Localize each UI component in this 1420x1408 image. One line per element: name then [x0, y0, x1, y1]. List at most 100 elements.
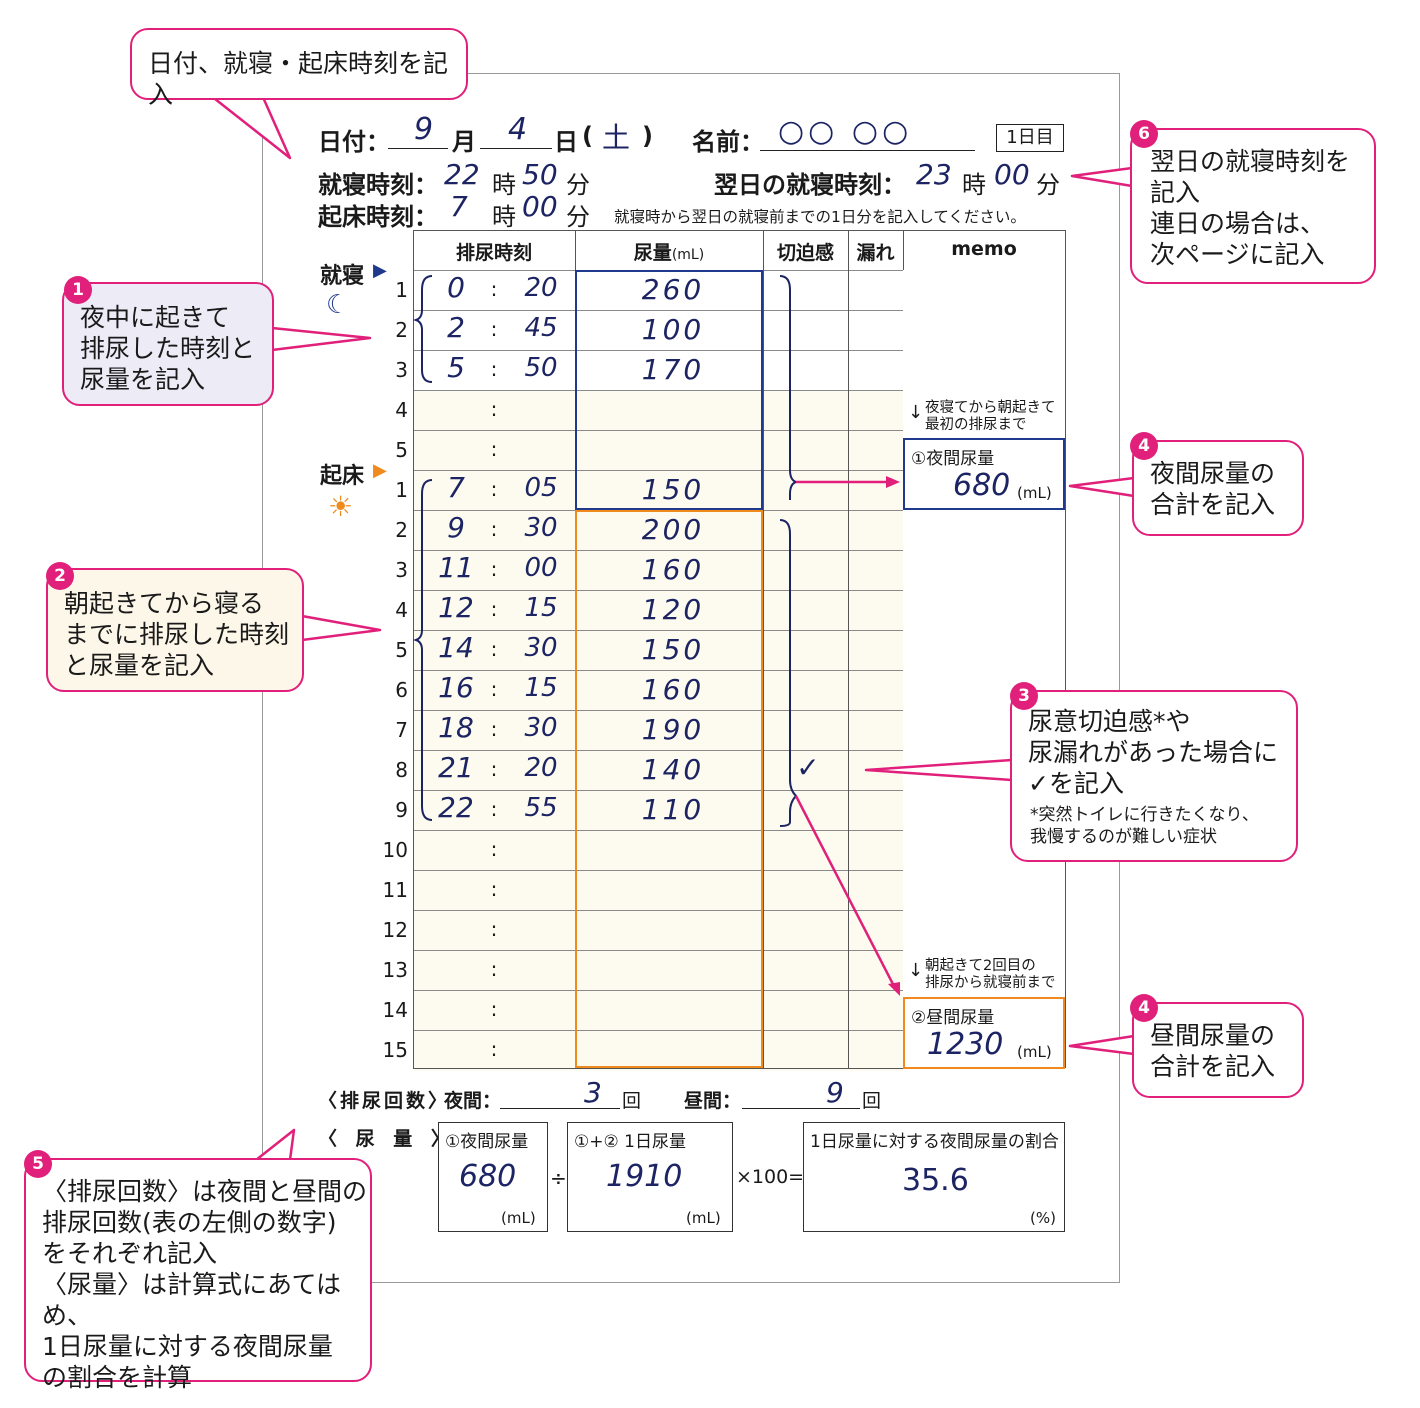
next-sleep-label: 翌日の就寝時刻：	[714, 171, 906, 199]
callout-line: 排尿回数(表の左側の数字)	[42, 1208, 337, 1237]
time-colon: :	[490, 837, 498, 861]
row-number: 9	[395, 798, 408, 822]
time-colon: :	[490, 557, 498, 581]
callout-line: 排尿した時刻と	[80, 334, 256, 363]
time-minute: 15	[524, 673, 558, 703]
time-colon: :	[490, 677, 498, 701]
callout-line: 夜間尿量の	[1150, 459, 1276, 488]
callout-line: 合計を記入	[1150, 1052, 1276, 1081]
time-hour: 14	[438, 631, 474, 664]
row-number: 1	[395, 278, 408, 302]
callout-line: 合計を記入	[1150, 490, 1276, 519]
play-marker-icon: ▶	[373, 260, 387, 281]
volume-value: 140	[641, 753, 705, 786]
volume-value: 110	[641, 793, 705, 826]
badge-3: 3	[1010, 682, 1038, 710]
table-row: :	[413, 950, 903, 991]
time-colon: :	[490, 277, 498, 301]
sleep-hour: 22	[444, 158, 480, 191]
time-colon: :	[490, 757, 498, 781]
day-volume-frame	[575, 510, 763, 1068]
night-total-box: ①夜間尿量 680 (mL)	[903, 438, 1065, 510]
night-count: 3	[584, 1076, 602, 1109]
time-hour: 0	[447, 271, 465, 304]
name-value: ○○ ○○	[778, 114, 913, 149]
time-minute: 30	[524, 513, 558, 543]
row-number: 3	[395, 358, 408, 382]
row-number: 10	[382, 838, 408, 862]
time-colon: :	[490, 1037, 498, 1061]
table-row: :	[413, 910, 903, 951]
time-colon: :	[490, 597, 498, 621]
callout-line: をそれぞれ記入	[42, 1239, 218, 1268]
volume-value: 100	[641, 313, 705, 346]
time-minute: 50	[524, 353, 558, 383]
callout-top: 日付、就寝・起床時刻を記入	[130, 28, 468, 109]
night-note: 夜寝てから朝起きて 最初の排尿まで	[925, 400, 1056, 433]
next-sleep-hour: 23	[916, 158, 952, 191]
urgency-check: ✓	[796, 751, 820, 784]
calc-total-value: 1910	[606, 1159, 683, 1194]
callout-line: 尿量を記入	[80, 365, 206, 394]
callout-line: ✓を記入	[1028, 769, 1124, 798]
time-minute: 30	[524, 633, 558, 663]
sleep-label: 就寝時刻：	[318, 171, 438, 199]
callout-line: 翌日の就寝時刻を	[1150, 147, 1351, 176]
instruction-text: 就寝時から翌日の就寝前までの1日分を記入してください。	[614, 208, 1026, 226]
name-label: 名前：	[692, 128, 764, 156]
volume-value: 150	[641, 473, 705, 506]
sleep-minute: 50	[522, 158, 558, 191]
time-minute: 30	[524, 713, 558, 743]
badge-6: 6	[1130, 120, 1158, 148]
wake-minute: 00	[522, 190, 558, 223]
table-row: :	[413, 990, 903, 1031]
arrow-down-icon: ↓	[908, 402, 924, 423]
table-row: :	[413, 830, 903, 871]
calc-night-value: 680	[459, 1159, 517, 1194]
row-number: 5	[395, 638, 408, 662]
volume-value: 200	[641, 513, 705, 546]
callout-line: までに排尿した時刻	[64, 620, 290, 649]
row-number: 6	[395, 678, 408, 702]
day-total-box: ②昼間尿量 1230 (mL)	[903, 997, 1065, 1069]
volume-value: 170	[641, 353, 705, 386]
time-colon: :	[490, 357, 498, 381]
row-number: 2	[395, 318, 408, 342]
row-number: 2	[395, 518, 408, 542]
times-sign: ×100=	[736, 1166, 805, 1188]
row-number: 1	[395, 478, 408, 502]
callout-3: 尿意切迫感*や尿漏れがあった場合に✓を記入 *突然トイレに行きたくなり、我慢する…	[1010, 690, 1298, 862]
time-colon: :	[490, 717, 498, 741]
time-hour: 16	[438, 671, 474, 704]
callout-line: 次ページに記入	[1150, 240, 1325, 269]
time-colon: :	[490, 477, 498, 501]
badge-4-night: 4	[1130, 432, 1158, 460]
calc-total-box: ①+② 1日尿量 1910 (mL)	[567, 1122, 733, 1232]
day-number-badge: 1日目	[996, 124, 1064, 152]
day-count: 9	[826, 1076, 844, 1109]
day-value: 4	[508, 112, 528, 147]
callout-line: *突然トイレに行きたくなり、	[1030, 805, 1259, 825]
time-hour: 5	[447, 351, 465, 384]
row-number: 8	[395, 758, 408, 782]
time-colon: :	[490, 917, 498, 941]
callout-1: 夜中に起きて排尿した時刻と尿量を記入	[62, 282, 274, 406]
col-volume-header: 尿量(mL)	[633, 242, 705, 264]
badge-5: 5	[24, 1150, 52, 1178]
night-volume-frame	[575, 270, 763, 510]
volume-value: 190	[641, 713, 705, 746]
time-minute: 00	[524, 553, 558, 583]
callout-line: 1日尿量に対する夜間尿量	[42, 1332, 333, 1361]
col-memo-header: memo	[951, 238, 1017, 260]
row-number: 4	[395, 598, 408, 622]
weekday-value: 土	[602, 121, 631, 154]
time-hour: 11	[438, 551, 474, 584]
time-colon: :	[490, 517, 498, 541]
callout-6: 翌日の就寝時刻を記入連日の場合は、次ページに記入	[1130, 128, 1376, 284]
